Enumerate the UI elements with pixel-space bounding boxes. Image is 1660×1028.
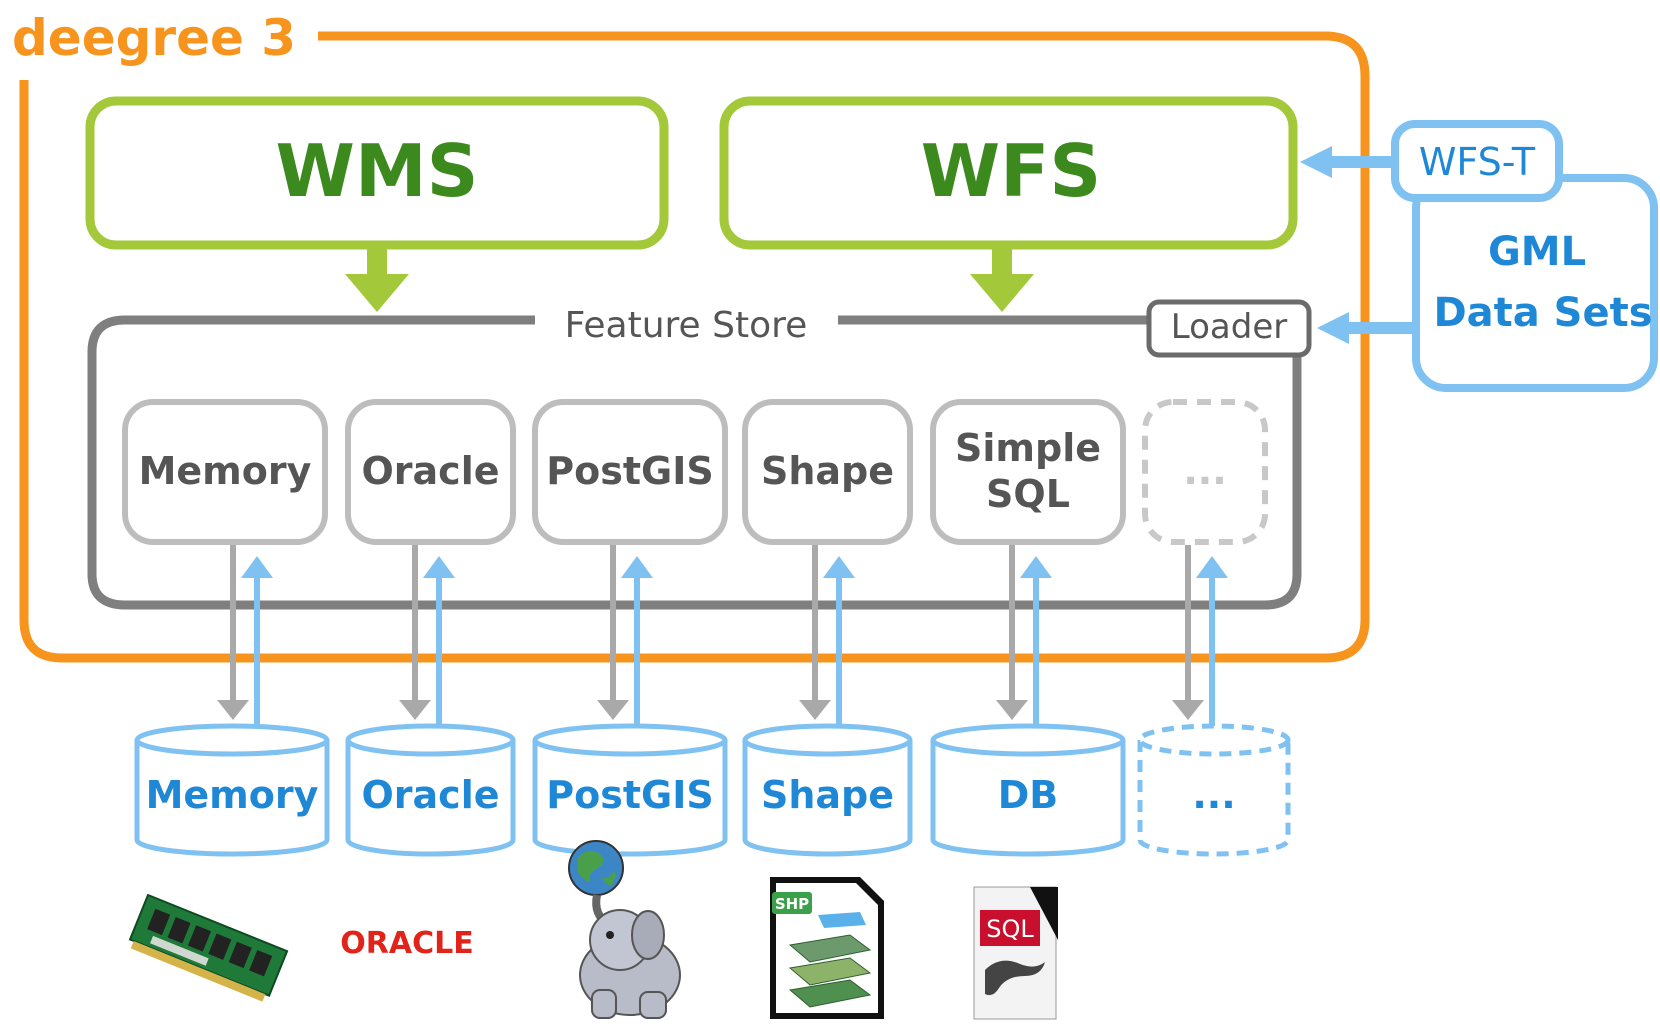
- feature-store-implementations: Memory Oracle PostGIS Shape SimpleSQL...: [122, 399, 1268, 545]
- store-label-1: Memory: [139, 449, 312, 493]
- sql-book-icon: SQL: [973, 886, 1058, 1020]
- backend-label-6: ...: [1192, 773, 1235, 817]
- deegree-title: deegree 3: [12, 9, 296, 67]
- gml-label-line1: GML: [1488, 229, 1586, 275]
- down-arrow-head-3: [597, 700, 629, 720]
- up-arrow-head-2: [423, 556, 455, 578]
- backend-cylinder-5: DB: [930, 723, 1126, 857]
- store-label-2: Oracle: [361, 449, 499, 493]
- up-arrow-head-4: [823, 556, 855, 578]
- down-arrow-head-6: [1172, 700, 1204, 720]
- store-label-3: PostGIS: [546, 449, 713, 493]
- up-arrow-head-1: [241, 556, 273, 578]
- wfst-to-wfs-arrow: [1300, 146, 1395, 178]
- wfst-label: WFS-T: [1419, 140, 1536, 184]
- store-box-5: [930, 399, 1126, 545]
- store-box-6: [1142, 399, 1268, 545]
- store-label-6: ...: [1183, 449, 1226, 493]
- store-label-5-line2: SQL: [986, 472, 1070, 516]
- up-arrow-head-5: [1020, 556, 1052, 578]
- gml-datasets-box: [1412, 174, 1658, 392]
- down-arrow-head-1: [217, 700, 249, 720]
- wfs-label: WFS: [921, 129, 1101, 213]
- store-box-3: [532, 399, 728, 545]
- backend-cylinder-6: ...: [1137, 723, 1291, 857]
- wfs-box: [719, 96, 1298, 250]
- loader-box: [1146, 299, 1312, 358]
- store-label-4: Shape: [761, 449, 894, 493]
- feature-store-frame: [87, 315, 1302, 610]
- sql-book-title: SQL: [986, 915, 1034, 943]
- backend-cylinder-4: Shape: [742, 723, 913, 857]
- store-box-1: [122, 399, 328, 545]
- backend-label-3: PostGIS: [546, 773, 713, 817]
- down-arrow-head-4: [799, 700, 831, 720]
- oracle-logo: ORACLE: [340, 926, 473, 961]
- gml-label-line2: Data Sets: [1433, 290, 1652, 336]
- wms-label: WMS: [276, 129, 479, 213]
- backend-label-2: Oracle: [361, 773, 499, 817]
- backend-data-sources: Memory Oracle PostGIS Shape DB...: [134, 723, 1291, 857]
- ram-module-icon: [128, 893, 289, 1002]
- loader-label: Loader: [1171, 307, 1287, 347]
- wms-arrow: [345, 249, 409, 312]
- backend-cylinder-2: Oracle: [345, 723, 516, 857]
- backend-cylinder-3: PostGIS: [532, 723, 728, 857]
- backend-label-1: Memory: [146, 773, 319, 817]
- wfs-arrow: [970, 249, 1034, 312]
- feature-store-label: Feature Store: [565, 305, 808, 346]
- up-arrow-head-3: [621, 556, 653, 578]
- down-arrow-head-5: [996, 700, 1028, 720]
- up-arrow-head-6: [1196, 556, 1228, 578]
- shapefile-icon: SHP: [770, 877, 884, 1019]
- store-box-4: [742, 399, 913, 545]
- postgis-elephant-icon: [568, 840, 681, 1019]
- store-box-2: [345, 399, 516, 545]
- backend-label-5: DB: [998, 773, 1059, 817]
- wms-box: [85, 96, 669, 250]
- store-backend-arrows: [217, 545, 1228, 730]
- backend-label-4: Shape: [761, 773, 894, 817]
- gml-to-loader-arrow: [1317, 312, 1416, 344]
- deegree-frame: [19, 31, 1370, 663]
- shp-badge-text: SHP: [775, 895, 809, 913]
- store-label-5: Simple: [955, 426, 1101, 470]
- backend-cylinder-1: Memory: [134, 723, 330, 857]
- down-arrow-head-2: [399, 700, 431, 720]
